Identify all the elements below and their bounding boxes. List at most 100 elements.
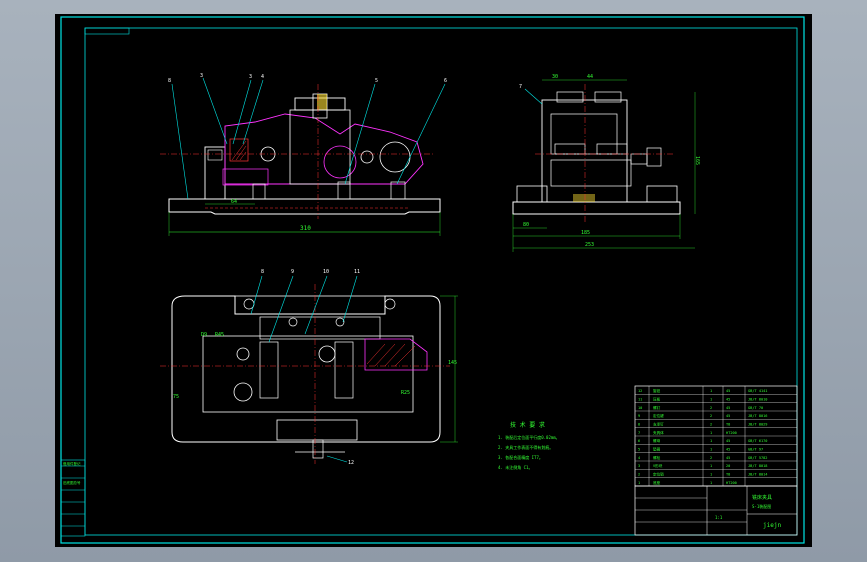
plan-view: 145 D9 75 R45 R25 8 9 10 11 12 — [160, 269, 458, 466]
bom-cell-std: GB/T 4141 — [748, 389, 767, 393]
bom-cell-no: 9 — [638, 414, 640, 418]
bom-cell-std: GB/T 6170 — [748, 439, 767, 443]
bom-cell-std: JB/T 8018 — [748, 464, 767, 468]
bom-cell-qty: 2 — [710, 406, 712, 410]
bom-cell-mat: 45 — [726, 414, 730, 418]
bom-cell-mat: 45 — [726, 439, 730, 443]
bom-cell-mat: 45 — [726, 406, 730, 410]
title-scale: 1:1 — [715, 515, 723, 520]
title-drawer: jiejn — [763, 522, 781, 529]
balloon-front-1: 8 — [168, 78, 171, 84]
bom-cell-name: 压板 — [653, 396, 661, 401]
dim-side-base-b: 185 — [581, 230, 590, 236]
dim-side-height: 165 — [694, 156, 700, 165]
bom-cell-mat: HT200 — [726, 431, 737, 435]
bom-cell-no: 2 — [638, 472, 640, 476]
dim-front-offset: 64 — [231, 199, 237, 205]
balloon-bottom: 12 — [348, 460, 354, 466]
front-view: 310 64 8 3 3 4 5 6 — [160, 73, 447, 236]
dim-plan-left-b: 75 — [173, 394, 179, 400]
cad-drawing: 借用件登记 旧底图总号 — [60, 16, 805, 544]
bom-cell-name: 垫圈 — [653, 446, 661, 451]
bom-cell-mat: HT200 — [726, 481, 737, 485]
tech-note-2: 2. 夹具工作表面不得有划痕。 — [498, 444, 553, 450]
balloon-plan-4: 11 — [354, 269, 360, 275]
side-view: 30 44 165 80 185 253 7 — [512, 74, 700, 252]
bom-cell-name: 螺钉 — [653, 405, 661, 410]
technical-requirements: 技 术 要 求 1. 装配后定位面平行度0.02mm。 2. 夹具工作表面不得有… — [498, 421, 560, 470]
bom-cell-no: 3 — [638, 464, 640, 468]
dim-plan-right-c: 145 — [448, 360, 457, 366]
bom-cell-no: 7 — [638, 431, 640, 435]
bom-cell-name: 底座 — [653, 480, 661, 485]
bom-cell-qty: 1 — [710, 397, 712, 401]
bom-cell-no: 8 — [638, 422, 640, 426]
bom-cell-mat: 45 — [726, 447, 730, 451]
tech-notes-title: 技 术 要 求 — [510, 421, 545, 429]
top-left-tag — [84, 27, 130, 35]
bom-cell-qty: 1 — [710, 431, 712, 435]
bom-cell-qty: 1 — [710, 464, 712, 468]
bom-cell-mat: 45 — [726, 456, 730, 460]
bom-cell-mat: T8 — [726, 472, 730, 476]
balloon-side-1: 7 — [519, 84, 522, 90]
bom-cell-qty: 1 — [710, 472, 712, 476]
balloon-front-6: 6 — [444, 78, 447, 84]
bom-cell-name: 定位键 — [653, 413, 664, 418]
bom-cell-no: 11 — [638, 397, 642, 401]
title-drawing-code: S-1装配图 — [752, 503, 771, 509]
balloon-plan-3: 10 — [323, 269, 329, 275]
bom-cell-qty: 1 — [710, 447, 712, 451]
bom-cell-mat: 45 — [726, 397, 730, 401]
bom-cell-std: JB/T 8014 — [748, 472, 767, 476]
inner-border — [84, 27, 798, 536]
bom-cell-qty: 1 — [710, 389, 712, 393]
bom-cell-name: 支承钉 — [653, 421, 664, 426]
balloon-front-3: 3 — [249, 74, 252, 80]
bom-cell-mat: T8 — [726, 422, 730, 426]
dim-plan-left-a: D9 — [201, 332, 207, 338]
balloon-plan-2: 9 — [291, 269, 294, 275]
tech-note-3: 3. 各配合面精度 IT7。 — [498, 454, 543, 460]
left-strip: 借用件登记 旧底图总号 — [60, 459, 86, 537]
bom-cell-std: GB/T 97 — [748, 447, 763, 451]
bom-cell-qty: 1 — [710, 439, 712, 443]
tech-note-4: 4. 未注倒角 C1。 — [498, 464, 532, 470]
bom-cell-std: GB/T 70 — [748, 406, 763, 410]
bom-cell-no: 1 — [638, 481, 640, 485]
left-strip-mid: 旧底图总号 — [63, 480, 81, 485]
bom-cell-qty: 2 — [710, 422, 712, 426]
bom-cell-no: 10 — [638, 406, 642, 410]
sheet-border — [60, 16, 805, 544]
dim-side-top-b: 44 — [587, 74, 593, 80]
balloon-front-5: 5 — [375, 78, 378, 84]
bom-cell-name: 夹具体 — [653, 430, 664, 435]
bom-cell-qty: 1 — [710, 481, 712, 485]
bom-cell-qty: 2 — [710, 456, 712, 460]
dim-side-base-a: 80 — [523, 222, 529, 228]
tech-note-1: 1. 装配后定位面平行度0.02mm。 — [498, 434, 560, 440]
bom-cell-name: 螺母 — [653, 438, 661, 443]
title-block: 铣床夹具 S-1装配图 jiejn 1:1 — [634, 485, 798, 536]
bom-cell-std: JB/T 8010 — [748, 397, 767, 401]
dim-front-width: 310 — [300, 225, 311, 232]
balloon-front-2: 3 — [200, 73, 203, 79]
bom-cell-name: 螺栓 — [653, 455, 661, 460]
bom-cell-no: 5 — [638, 447, 640, 451]
drawing-canvas[interactable]: 借用件登记 旧底图总号 — [55, 14, 812, 547]
title-drawing-name: 铣床夹具 — [752, 494, 772, 501]
balloon-front-4: 4 — [261, 74, 264, 80]
bom-cell-name: 旋钮 — [653, 388, 661, 393]
bom-cell-qty: 2 — [710, 414, 712, 418]
bom-cell-std: GB/T 5782 — [748, 456, 767, 460]
bom-cell-std: JB/T 8029 — [748, 422, 767, 426]
bom-cell-mat: 20 — [726, 464, 730, 468]
bom-cell-name: 定位销 — [653, 471, 664, 476]
bom-cell-mat: 45 — [726, 389, 730, 393]
dim-plan-right-b: R25 — [401, 390, 410, 396]
dim-side-top-a: 30 — [552, 74, 558, 80]
bom-cell-name: V形块 — [653, 463, 663, 468]
dim-plan-right-a: R45 — [215, 332, 224, 338]
